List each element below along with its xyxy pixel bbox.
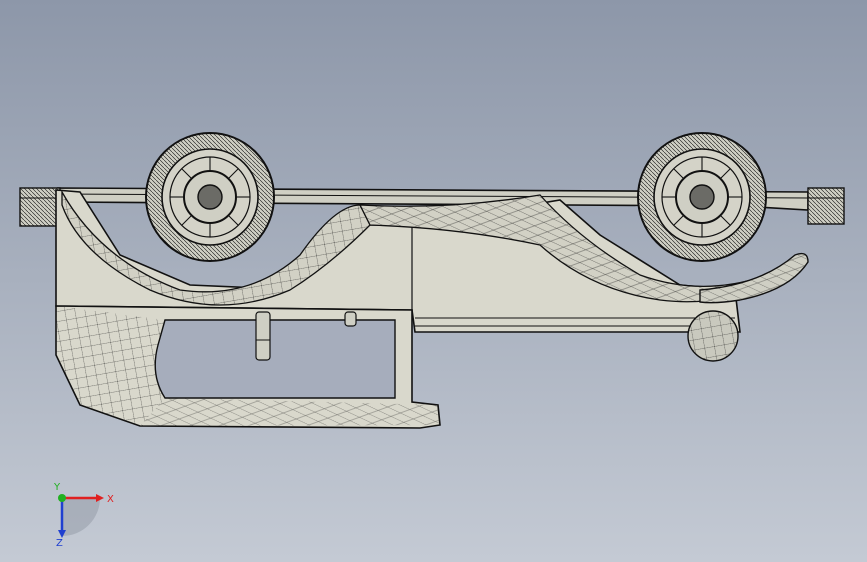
z-arrow-icon: [58, 530, 66, 538]
y-axis-label: Y: [53, 482, 61, 493]
ball-knob: [687, 310, 739, 362]
pin-left: [255, 311, 271, 361]
x-axis-label: X: [107, 494, 114, 505]
lower-grip: [55, 305, 441, 429]
swept-channel: [61, 189, 801, 306]
right-end-cap: [807, 187, 845, 225]
z-axis-label: Z: [56, 538, 63, 548]
right-wheel: [637, 132, 767, 262]
left-wheel: [145, 132, 275, 262]
triad-plane: [62, 498, 100, 536]
x-arrow-icon: [96, 494, 104, 502]
orientation-triad: X Y Z: [53, 482, 114, 548]
left-end-cap: [19, 187, 61, 227]
pin-right: [344, 311, 357, 327]
right-tail-arm: [699, 252, 809, 304]
y-axis-dot: [58, 494, 66, 502]
